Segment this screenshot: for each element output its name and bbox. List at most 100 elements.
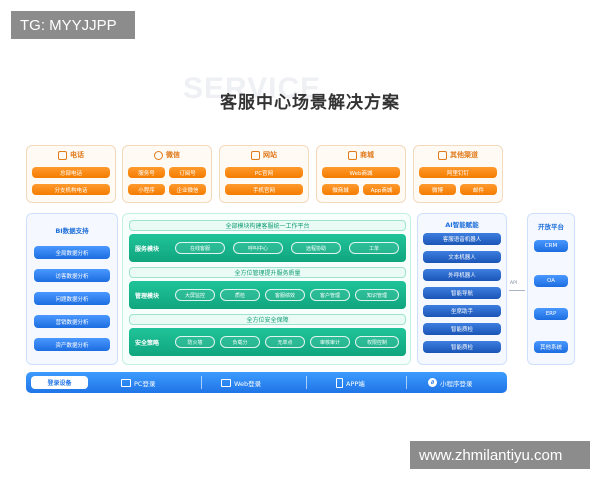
ai-item[interactable]: 文本机器人 bbox=[423, 251, 501, 263]
channel-card-mall: 商城 Web商城 微商城 App商城 bbox=[316, 145, 406, 203]
app-login-text: APP端 bbox=[346, 379, 365, 388]
module-item[interactable]: 知识管理 bbox=[355, 289, 399, 301]
module-item[interactable]: 审核审计 bbox=[310, 336, 350, 348]
login-devices-label: 登录设备 bbox=[31, 376, 88, 389]
channel-item[interactable]: 阿里钉钉 bbox=[419, 167, 497, 178]
api-label: API bbox=[510, 281, 518, 286]
channel-header: 微信 bbox=[123, 150, 211, 160]
platform-band: 全部模块构建客服统一工作平台 bbox=[129, 220, 406, 231]
module-item[interactable]: 质检 bbox=[220, 289, 260, 301]
module-item[interactable]: 工单 bbox=[349, 242, 399, 254]
open-platform-panel: 开放平台 CRM OA ERP 其他系统 bbox=[527, 213, 575, 365]
watermark-bottom: www.zhmilantiyu.com bbox=[410, 441, 590, 469]
open-item[interactable]: ERP bbox=[534, 308, 568, 320]
bi-item[interactable]: 访客数据分析 bbox=[34, 269, 110, 282]
row-label: 安全策略 bbox=[135, 339, 160, 347]
channel-item[interactable]: 分支机构电话 bbox=[32, 184, 110, 195]
bi-item[interactable]: 问题数据分析 bbox=[34, 292, 110, 305]
channel-title: 网站 bbox=[263, 151, 277, 159]
open-item[interactable]: CRM bbox=[534, 240, 568, 252]
watermark-top: TG: MYYJJPP bbox=[11, 11, 135, 39]
channel-title: 电话 bbox=[70, 151, 84, 159]
wechat-icon bbox=[154, 150, 163, 160]
divider bbox=[306, 376, 307, 389]
watermark-bottom-text: www.zhmilantiyu.com bbox=[419, 446, 563, 464]
module-item[interactable]: 无单点 bbox=[265, 336, 305, 348]
module-item[interactable]: 远程协助 bbox=[291, 242, 341, 254]
module-item[interactable]: 权限控制 bbox=[355, 336, 399, 348]
open-item[interactable]: 其他系统 bbox=[534, 341, 568, 353]
browser-icon bbox=[221, 378, 231, 387]
bi-item[interactable]: 资产数据分析 bbox=[34, 338, 110, 351]
open-item[interactable]: OA bbox=[534, 275, 568, 287]
channel-item[interactable]: Web商城 bbox=[322, 167, 400, 178]
ai-item[interactable]: 智能质检 bbox=[423, 323, 501, 335]
management-module-row: 管理模块 大屏监控 质检 客服绩效 客户管理 知识管理 bbox=[129, 281, 406, 309]
platform-panel: 全部模块构建客服统一工作平台 服务模块 在线客服 呼叫中心 远程协助 工单 全方… bbox=[122, 213, 411, 365]
bi-panel: BI数据支持 全局数据分析 访客数据分析 问题数据分析 营销数据分析 资产数据分… bbox=[26, 213, 118, 365]
phone-icon bbox=[58, 150, 67, 160]
open-title: 开放平台 bbox=[538, 223, 564, 231]
module-item[interactable]: 客服绩效 bbox=[265, 289, 305, 301]
ghost-heading: SERVICE bbox=[183, 72, 322, 105]
pc-login[interactable]: PC登录 bbox=[121, 372, 155, 393]
channel-item[interactable]: 订阅号 bbox=[169, 167, 206, 178]
ai-title: AI智能赋能 bbox=[445, 221, 479, 229]
module-item[interactable]: 呼叫中心 bbox=[233, 242, 283, 254]
ai-item[interactable]: 坐席助手 bbox=[423, 305, 501, 317]
channel-item[interactable]: 手机官网 bbox=[225, 184, 303, 195]
divider bbox=[201, 376, 202, 389]
module-item[interactable]: 负载分 bbox=[220, 336, 260, 348]
page-title: 客服中心场景解决方案 bbox=[220, 93, 400, 113]
ai-item[interactable]: 智能质检 bbox=[423, 341, 501, 353]
channel-header: 商城 bbox=[317, 150, 405, 160]
channel-header: 其他渠道 bbox=[414, 150, 502, 160]
module-item[interactable]: 大屏监控 bbox=[175, 289, 215, 301]
channel-item[interactable]: 微博 bbox=[419, 184, 456, 195]
bi-item[interactable]: 营销数据分析 bbox=[34, 315, 110, 328]
app-login[interactable]: APP端 bbox=[336, 372, 365, 393]
web-icon bbox=[251, 150, 260, 160]
channel-item[interactable]: 企业微信 bbox=[169, 184, 206, 195]
ai-item[interactable]: 外呼机器人 bbox=[423, 269, 501, 281]
channel-item[interactable]: 服务号 bbox=[128, 167, 165, 178]
channel-item[interactable]: 总部电话 bbox=[32, 167, 110, 178]
api-connector bbox=[509, 290, 525, 291]
app-icon bbox=[336, 377, 343, 388]
channel-header: 电话 bbox=[27, 150, 115, 160]
grid-icon bbox=[438, 150, 447, 160]
row-label: 服务模块 bbox=[135, 245, 160, 253]
bi-title: BI数据支持 bbox=[55, 227, 89, 235]
module-item[interactable]: 防火墙 bbox=[175, 336, 215, 348]
module-item[interactable]: 在线客服 bbox=[175, 242, 225, 254]
login-devices-bar: 登录设备 PC登录 Web登录 APP端 ∂ 小程序登录 bbox=[26, 372, 507, 393]
channel-title: 商城 bbox=[360, 151, 374, 159]
channel-item[interactable]: 邮件 bbox=[460, 184, 497, 195]
row-label: 管理模块 bbox=[135, 292, 160, 300]
platform-band: 全方位安全保障 bbox=[129, 314, 406, 325]
channel-card-other: 其他渠道 阿里钉钉 微博 邮件 bbox=[413, 145, 503, 203]
mall-icon bbox=[348, 150, 357, 160]
miniprogram-icon: ∂ bbox=[428, 378, 437, 387]
channel-item[interactable]: 小程序 bbox=[128, 184, 165, 195]
monitor-icon bbox=[121, 378, 131, 387]
divider bbox=[406, 376, 407, 389]
channel-item[interactable]: PC官网 bbox=[225, 167, 303, 178]
channel-item[interactable]: App商城 bbox=[363, 184, 400, 195]
ai-item[interactable]: 智能导航 bbox=[423, 287, 501, 299]
channel-title: 其他渠道 bbox=[450, 151, 478, 159]
channel-card-phone: 电话 总部电话 分支机构电话 bbox=[26, 145, 116, 203]
ai-item[interactable]: 客服语音机器人 bbox=[423, 233, 501, 245]
web-login-text: Web登录 bbox=[234, 379, 262, 388]
service-module-row: 服务模块 在线客服 呼叫中心 远程协助 工单 bbox=[129, 234, 406, 262]
platform-band: 全方位管理提升服务质量 bbox=[129, 267, 406, 278]
channel-title: 微信 bbox=[166, 151, 180, 159]
pc-login-text: PC登录 bbox=[134, 379, 156, 388]
bi-item[interactable]: 全局数据分析 bbox=[34, 246, 110, 259]
channel-header: 网站 bbox=[220, 150, 308, 160]
module-item[interactable]: 客户管理 bbox=[310, 289, 350, 301]
web-login[interactable]: Web登录 bbox=[221, 372, 261, 393]
ai-panel: AI智能赋能 客服语音机器人 文本机器人 外呼机器人 智能导航 坐席助手 智能质… bbox=[417, 213, 507, 365]
channel-item[interactable]: 微商城 bbox=[322, 184, 359, 195]
miniprogram-login[interactable]: ∂ 小程序登录 bbox=[428, 372, 473, 393]
